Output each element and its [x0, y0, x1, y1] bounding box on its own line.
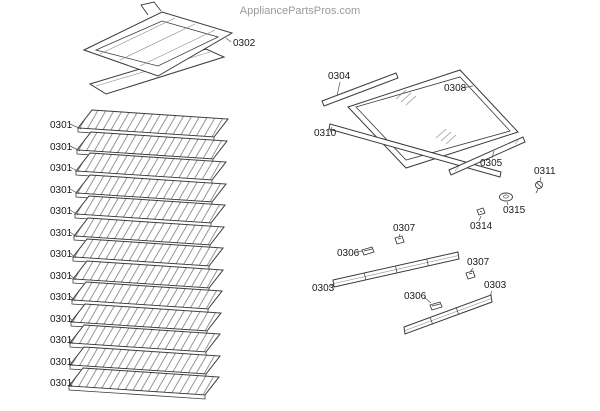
part-label-0301: 0301	[50, 142, 73, 153]
leader-line	[336, 81, 341, 97]
leader-line	[398, 233, 401, 238]
part-label-0301: 0301	[50, 249, 73, 260]
part-label-0302: 0302	[233, 38, 256, 49]
clip	[394, 235, 405, 245]
frame-wire	[119, 23, 196, 61]
leader-line	[69, 317, 75, 324]
leader-line	[69, 295, 76, 302]
stud	[476, 207, 486, 216]
part-label-0301: 0301	[50, 314, 73, 325]
glass-shelf-assembly: 0304 0308 0310 0305 0311	[312, 69, 556, 335]
leader-line	[478, 215, 482, 222]
leader-line	[329, 126, 333, 133]
leader-line	[506, 201, 509, 206]
part-label-0301: 0301	[50, 228, 73, 239]
leader-line	[355, 250, 364, 253]
leader-line	[328, 283, 335, 288]
rail-bracket	[429, 301, 443, 311]
leader-line	[469, 267, 474, 273]
leader-line	[423, 296, 432, 304]
screw	[535, 181, 543, 194]
leader-line	[69, 381, 73, 388]
shelf-labels: 0301 0301 0301 0301 0301 0301 0301 0301 …	[50, 120, 82, 389]
frame-inner-outline	[94, 20, 220, 67]
side-trim-bar	[448, 136, 526, 176]
clip	[465, 270, 476, 280]
leader-line	[69, 360, 74, 367]
frame-wire	[139, 29, 216, 67]
part-label-0304: 0304	[328, 71, 351, 82]
part-label-0307: 0307	[393, 223, 416, 234]
part-label-0301: 0301	[50, 292, 73, 303]
part-label-0307: 0307	[467, 257, 490, 268]
frame-wire	[99, 17, 176, 55]
leader-line	[461, 85, 474, 89]
glass-scratch-marks	[395, 89, 457, 145]
part-label-0310: 0310	[314, 128, 337, 139]
part-label-0314: 0314	[470, 221, 493, 232]
top-frame-assembly	[82, 1, 234, 95]
leader-line	[489, 290, 493, 297]
leader-line	[69, 209, 79, 216]
shelf-stack	[68, 109, 229, 400]
part-label-0303: 0303	[312, 283, 335, 294]
part-label-0306: 0306	[337, 248, 360, 259]
part-label-0301: 0301	[50, 378, 73, 389]
part-label-0301: 0301	[50, 206, 73, 217]
part-label-0301: 0301	[50, 271, 73, 282]
rear-trim-bar	[321, 72, 399, 107]
leader-line	[69, 145, 81, 152]
leader-line	[69, 274, 77, 281]
part-label-0301: 0301	[50, 120, 73, 131]
part-label-0306: 0306	[404, 291, 427, 302]
part-label-0301: 0301	[50, 335, 73, 346]
leader-line	[225, 37, 232, 43]
rail-bracket	[361, 246, 375, 256]
part-label-0301: 0301	[50, 185, 73, 196]
watermark-text: AppliancePartsPros.com	[240, 5, 360, 17]
part-label-0311: 0311	[534, 166, 556, 177]
leader-line	[69, 231, 78, 238]
leader-line	[539, 176, 542, 182]
frame-outline	[82, 11, 234, 77]
leader-line	[69, 252, 77, 259]
part-label-0301: 0301	[50, 357, 73, 368]
leader-line	[491, 150, 495, 159]
cap	[499, 192, 513, 202]
part-label-0305: 0305	[480, 158, 503, 169]
leader-line	[69, 123, 82, 130]
part-label-0315: 0315	[503, 205, 526, 216]
part-label-0303: 0303	[484, 280, 507, 291]
part-label-0308: 0308	[444, 83, 467, 94]
leader-line	[69, 338, 74, 345]
front-trim-bar	[328, 123, 502, 178]
leader-line	[69, 166, 80, 173]
leader-line	[69, 188, 80, 195]
frame-top-bracket	[140, 1, 162, 16]
slide-rail	[403, 294, 493, 335]
slide-rail	[332, 251, 460, 288]
part-label-0301: 0301	[50, 163, 73, 174]
